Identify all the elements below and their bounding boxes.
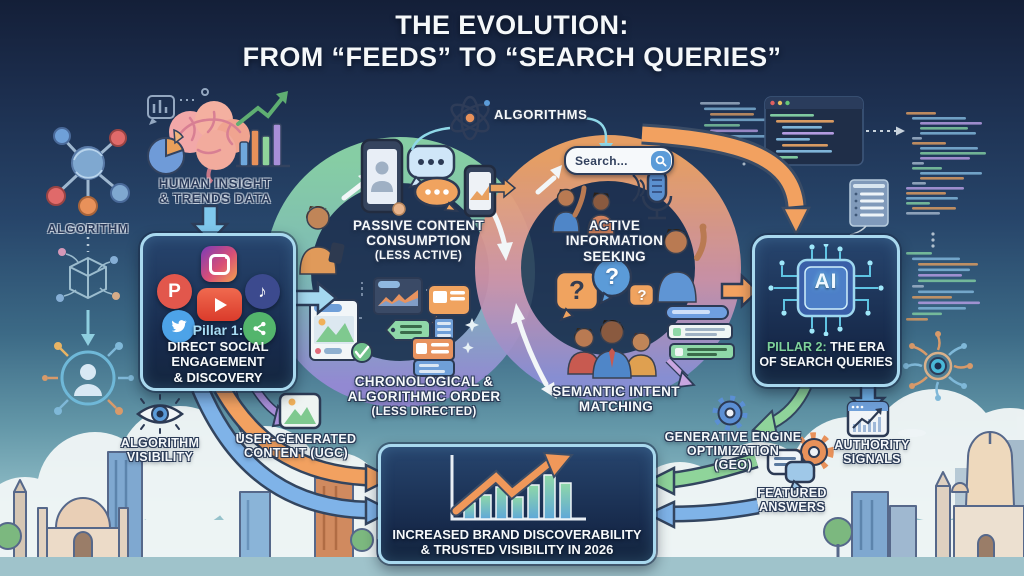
pillar1-line2: ENGAGEMENT [171, 354, 265, 370]
people-searching-icons [552, 185, 615, 235]
taj-mahal-right [823, 431, 1024, 559]
smartphone-icon [360, 138, 406, 216]
passive-consumption-label: PASSIVE CONTENT CONSUMPTION (LESS ACTIVE… [352, 218, 485, 262]
cube-network-icon [56, 230, 120, 302]
chat-bubble-icons [406, 144, 461, 213]
stats-bubble-icon [147, 88, 209, 125]
pillar2-kicker-rest: THE ERA [826, 340, 886, 354]
algorithms-label: ALGORITHMS [494, 107, 588, 122]
user-network-icon [42, 342, 134, 415]
instagram-icon [201, 246, 237, 282]
twitter-icon [162, 310, 195, 343]
image-icon [278, 392, 322, 430]
chat-answers-icon [766, 448, 816, 493]
content-card-icons [309, 277, 479, 377]
algorithm-visibility-label: ALGORITHM VISIBILITY [120, 436, 200, 465]
arrow-into-pillar2 [720, 273, 760, 309]
code-column-right [906, 112, 986, 321]
youtube-icon [197, 288, 242, 321]
arrow-pillar1-to-loop [290, 280, 338, 316]
pillar2-line2: OF SEARCH QUERIES [759, 354, 893, 369]
arrow-to-featured [665, 357, 696, 389]
pillar1-kicker: Pillar 1: [192, 322, 244, 338]
authority-signals-label: AUTHORITY SIGNALS [834, 438, 910, 467]
search-icon [651, 150, 671, 171]
people-group-icons [567, 319, 657, 379]
semantic-matching-label: SEMANTIC INTENT MATCHING [552, 384, 680, 415]
question-bubble-icons [554, 256, 656, 322]
ai-chip-icon [768, 244, 884, 336]
smartphone-share-icon [463, 164, 517, 218]
dotted-connector [866, 126, 905, 136]
question-mark-large: ? [569, 275, 585, 305]
pillar1-line3: & DISCOVERY [173, 369, 263, 385]
browser-chart-icon [846, 400, 890, 438]
title-line1: THE EVOLUTION: [395, 10, 629, 40]
arrow-pillar2-to-geo [751, 383, 812, 438]
pillar2-box: AI PILLAR 2: THE ERA OF SEARCH QUERIES [752, 235, 900, 387]
pillar1-box: P ♪ Pillar 1: DIRECT SOCIAL ENGAGEMENT &… [140, 233, 296, 391]
outcome-line2: & TRUSTED VISIBILITY IN 2026 [420, 542, 614, 558]
search-bar: Search... [564, 146, 674, 175]
person-pointing-icon [657, 223, 707, 303]
question-mark-small: ? [637, 287, 647, 304]
network-hub-icon [903, 331, 973, 401]
tiktok-icon: ♪ [245, 274, 280, 309]
algorithms-connectors [410, 116, 608, 151]
page-title: THE EVOLUTION: FROM “FEEDS” TO “SEARCH Q… [0, 9, 1024, 74]
pinterest-icon: P [157, 274, 192, 309]
human-insight-label: HUMAN INSIGHT & TRENDS DATA [158, 176, 272, 207]
ground-strip [0, 557, 1024, 576]
down-arrow-left-rail [81, 310, 95, 346]
active-seeking-label: ACTIVE INFORMATION SEEKING [565, 218, 664, 264]
arrow-right-blue-sweep [645, 497, 760, 530]
geo-label: GENERATIVE ENGINE OPTIMIZATION (GEO) [664, 430, 802, 473]
ai-chip-label: AI [814, 270, 838, 293]
outcome-box: INCREASED BRAND DISCOVERABILITY & TRUSTE… [378, 444, 656, 564]
question-mark-medium: ? [604, 263, 620, 289]
share-icon [243, 312, 276, 345]
list-panel [849, 179, 889, 236]
code-editor-panel [764, 96, 864, 166]
eye-icon [135, 394, 185, 434]
ugc-label: USER-GENERATED CONTENT (UGC) [235, 432, 357, 461]
answer-list-icons [665, 305, 735, 360]
microphone-icon [632, 168, 673, 220]
flow-arrowheads [358, 165, 562, 399]
pillar2-line1: PILLAR 2: THE ERA [755, 340, 897, 355]
gear-icon-blue [712, 395, 748, 431]
outcome-line1: INCREASED BRAND DISCOVERABILITY [392, 527, 642, 542]
search-input-text: Search... [575, 153, 628, 168]
pillar2-kicker: PILLAR 2: [766, 340, 827, 354]
network-algorithm-icon [46, 127, 130, 216]
arrow-loop-to-pillar2 [641, 123, 812, 237]
atom-icon [450, 95, 490, 141]
algorithm-label: ALGORITHM [47, 221, 129, 236]
chronological-order-label: CHRONOLOGICAL & ALGORITHMIC ORDER (LESS … [347, 374, 501, 418]
featured-answers-label: FEATURED ANSWERS [757, 486, 827, 515]
pillar1-line1: DIRECT SOCIAL [167, 339, 269, 354]
cloud-small [898, 429, 926, 437]
title-line2: FROM “FEEDS” TO “SEARCH QUERIES” [242, 42, 782, 73]
pie-chart-icon [147, 128, 185, 175]
person-browsing-icon [299, 205, 345, 275]
growth-chart-icon [450, 451, 586, 521]
bar-chart-trend-icon [236, 91, 290, 168]
arrow-right-green-sweep [645, 451, 759, 497]
brain-icon [169, 101, 250, 184]
